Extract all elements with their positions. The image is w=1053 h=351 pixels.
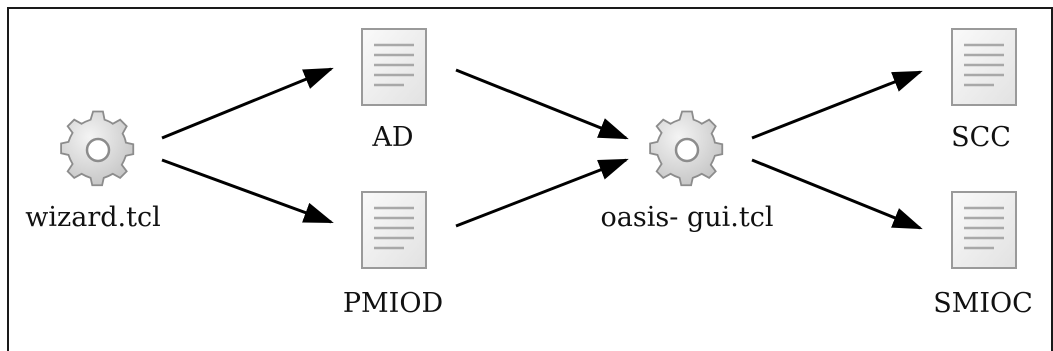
document-icon: [360, 190, 428, 270]
gear-icon: [59, 110, 135, 187]
edge-wizard-to-ad: [161, 67, 334, 140]
edge-pmiod-to-oasis: [455, 158, 629, 228]
document-icon: [950, 190, 1018, 270]
document-icon: [950, 27, 1018, 107]
diagram-frame: [7, 7, 1053, 351]
edge-oasis-to-smioc: [751, 158, 923, 230]
node-label-pmiod: PMIOD: [342, 288, 444, 319]
node-label-wizard: wizard.tcl: [25, 202, 161, 233]
edge-oasis-to-scc: [751, 70, 923, 140]
node-label-scc: SCC: [951, 122, 1011, 153]
node-label-smioc: SMIOC: [933, 288, 1033, 319]
document-icon: [360, 27, 428, 107]
node-label-oasis: oasis- gui.tcl: [600, 202, 774, 233]
edge-wizard-to-pmiod: [161, 158, 334, 224]
gear-icon: [648, 110, 724, 187]
edge-ad-to-oasis: [455, 68, 629, 140]
node-label-ad: AD: [372, 122, 414, 153]
